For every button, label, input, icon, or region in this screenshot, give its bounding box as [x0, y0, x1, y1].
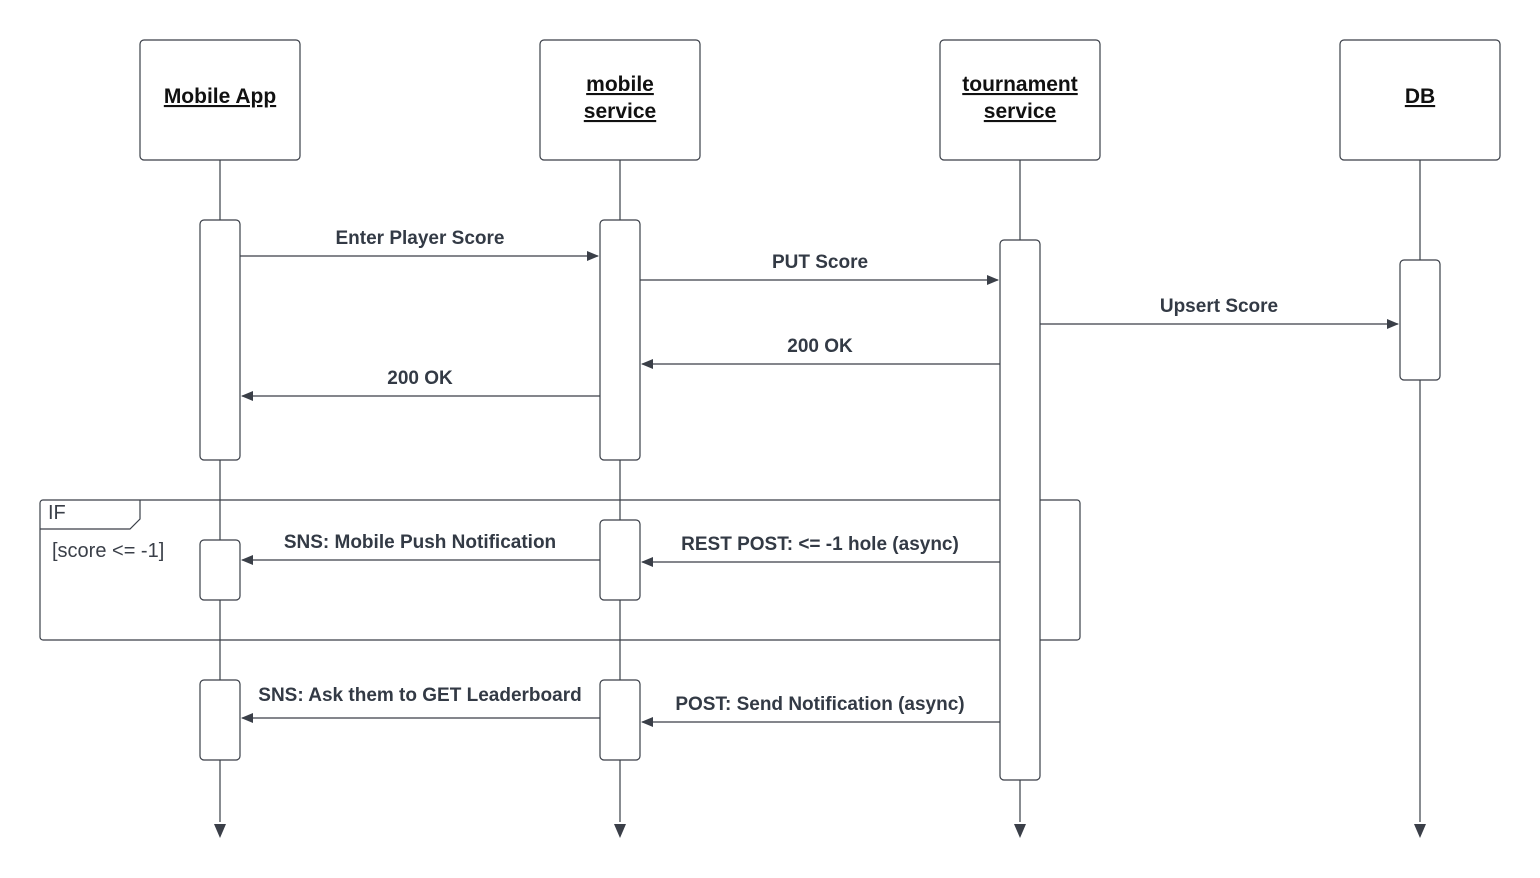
- lifeline-mobile-service-arrowhead: [614, 824, 626, 838]
- message-sns-mobile-push[interactable]: SNS: Mobile Push Notification: [241, 532, 600, 565]
- participant-name-line-2: service: [984, 100, 1056, 123]
- message-label: POST: Send Notification (async): [675, 694, 964, 715]
- participant-name-line-1: tournament: [962, 73, 1078, 96]
- message-label: 200 OK: [387, 368, 453, 389]
- activations: [199, 219, 1441, 781]
- message-label: 200 OK: [787, 336, 853, 357]
- activation-tournament-service-1: [999, 239, 1041, 781]
- lifeline-tournament-service-arrowhead: [1014, 824, 1026, 838]
- message-label: PUT Score: [772, 252, 868, 273]
- message-label: SNS: Ask them to GET Leaderboard: [258, 685, 581, 706]
- message-enter-player-score[interactable]: Enter Player Score: [240, 228, 599, 261]
- participant-name: DB: [1405, 85, 1435, 108]
- message-post-send-notification[interactable]: POST: Send Notification (async): [641, 694, 1000, 727]
- activation-mobile-app-2: [199, 539, 241, 601]
- activation-mobile-app-3: [199, 679, 241, 761]
- participant-name: Mobile App: [164, 85, 276, 108]
- participant-box: [1339, 39, 1501, 161]
- activation-mobile-app-1: [199, 219, 241, 461]
- message-label: Enter Player Score: [336, 228, 505, 249]
- if-fragment: IF [score <= -1]: [39, 499, 1081, 641]
- participant-mobile-app[interactable]: Mobile App: [139, 39, 301, 161]
- participant-box: [539, 39, 701, 161]
- participant-name-line-1: mobile: [586, 73, 654, 96]
- participant-box: [139, 39, 301, 161]
- participant-box: [939, 39, 1101, 161]
- message-upsert-score[interactable]: Upsert Score: [1040, 296, 1399, 329]
- messages: Enter Player Score PUT Score Upsert Scor…: [240, 228, 1399, 727]
- message-label: Upsert Score: [1160, 296, 1278, 317]
- if-fragment-tab: [40, 500, 141, 530]
- lifeline-db-arrowhead: [1414, 824, 1426, 838]
- participant-mobile-service[interactable]: mobile service: [539, 39, 701, 161]
- participant-name-line-2: service: [584, 100, 656, 123]
- message-200-ok-tournament[interactable]: 200 OK: [641, 336, 1000, 369]
- if-fragment-operator: IF: [48, 502, 66, 524]
- if-fragment-frame: [39, 499, 1081, 641]
- message-put-score[interactable]: PUT Score: [640, 252, 999, 285]
- participant-db[interactable]: DB: [1339, 39, 1501, 161]
- activation-mobile-service-1: [599, 219, 641, 461]
- participant-tournament-service[interactable]: tournament service: [939, 39, 1101, 161]
- message-label: SNS: Mobile Push Notification: [284, 532, 556, 553]
- message-rest-post[interactable]: REST POST: <= -1 hole (async): [641, 534, 1000, 567]
- message-200-ok-mobile[interactable]: 200 OK: [241, 368, 600, 401]
- activation-db-1: [1399, 259, 1441, 381]
- message-sns-ask-leaderboard[interactable]: SNS: Ask them to GET Leaderboard: [241, 685, 600, 723]
- lifeline-mobile-app-arrowhead: [214, 824, 226, 838]
- if-fragment-guard: [score <= -1]: [52, 540, 164, 562]
- activation-mobile-service-2: [599, 519, 641, 601]
- activation-mobile-service-3: [599, 679, 641, 761]
- message-label: REST POST: <= -1 hole (async): [681, 534, 959, 555]
